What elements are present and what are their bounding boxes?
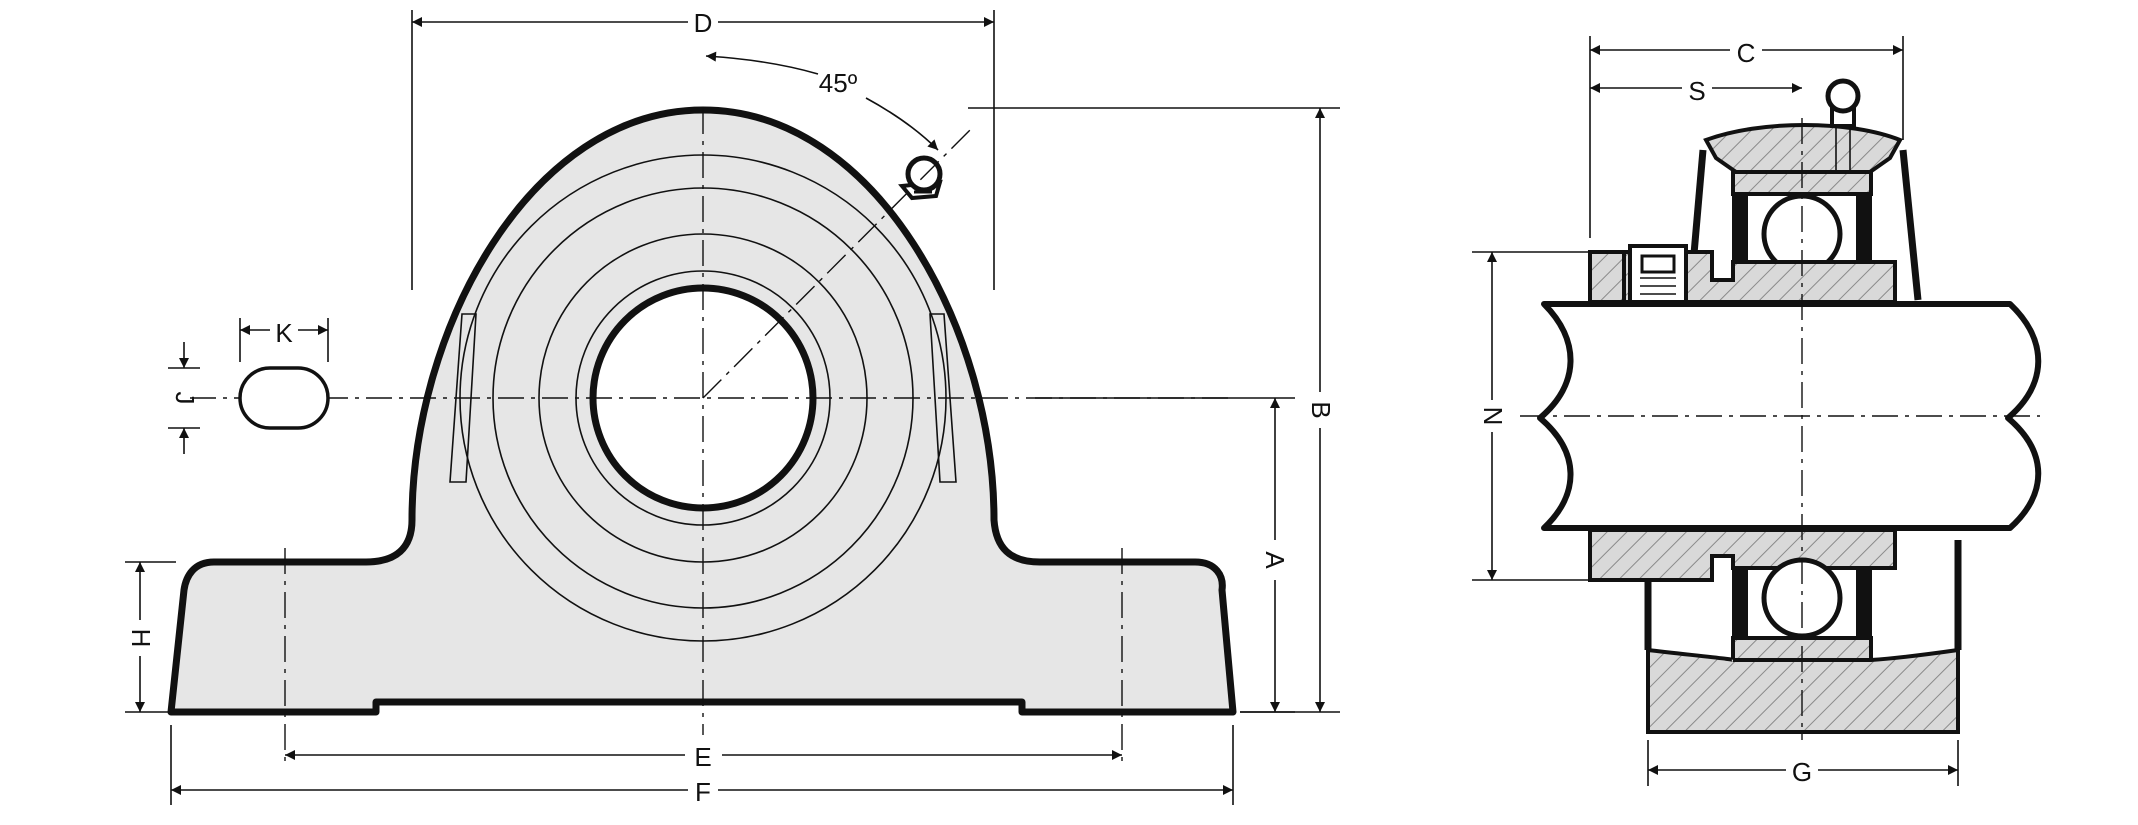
- label-angle: 45º: [819, 68, 858, 98]
- label-a: A: [1260, 551, 1290, 569]
- label-j: J: [170, 392, 200, 405]
- upper-seal-right: [1856, 193, 1872, 265]
- label-b: B: [1306, 401, 1336, 418]
- label-f: F: [695, 777, 711, 807]
- dimension-b: B: [968, 107, 1340, 713]
- label-k: K: [275, 318, 293, 348]
- bolt-slot: [238, 366, 330, 430]
- dimension-d: D: [411, 8, 995, 290]
- left-slot: [449, 313, 477, 483]
- housing-top-section: [1703, 123, 1903, 174]
- label-g: G: [1792, 757, 1812, 787]
- housing-flank-right: [1899, 149, 1922, 301]
- diagonal-centerline: [702, 129, 971, 399]
- label-n: N: [1478, 407, 1508, 426]
- dimension-n: N: [1472, 251, 1588, 581]
- lower-seal-left: [1732, 567, 1748, 639]
- grease-nipple: [898, 155, 943, 201]
- dimension-g: G: [1647, 740, 1959, 787]
- collar-left: [1588, 250, 1626, 304]
- set-screw: [1628, 244, 1688, 304]
- dimension-h: H: [125, 561, 176, 713]
- dimension-f: F: [170, 725, 1234, 807]
- label-e: E: [694, 742, 711, 772]
- label-c: C: [1737, 38, 1756, 68]
- upper-seal-left: [1732, 193, 1748, 265]
- right-slot: [929, 313, 957, 483]
- label-h: H: [126, 629, 156, 648]
- dimension-s: S: [1590, 76, 1802, 106]
- side-grease-nipple: [1825, 78, 1861, 172]
- dimension-j: J: [168, 342, 200, 454]
- label-s: S: [1688, 76, 1705, 106]
- lower-seal-right: [1856, 567, 1872, 639]
- side-view: C S N G: [1472, 36, 2042, 787]
- housing-base-section: [1646, 647, 1960, 734]
- dimension-e: E: [285, 742, 1122, 772]
- dimension-angle: 45º: [705, 51, 939, 151]
- dimension-c: C: [1589, 36, 1904, 238]
- label-d: D: [694, 8, 713, 38]
- front-view: D 45º K J H: [125, 8, 1340, 807]
- dimension-k: K: [239, 318, 329, 362]
